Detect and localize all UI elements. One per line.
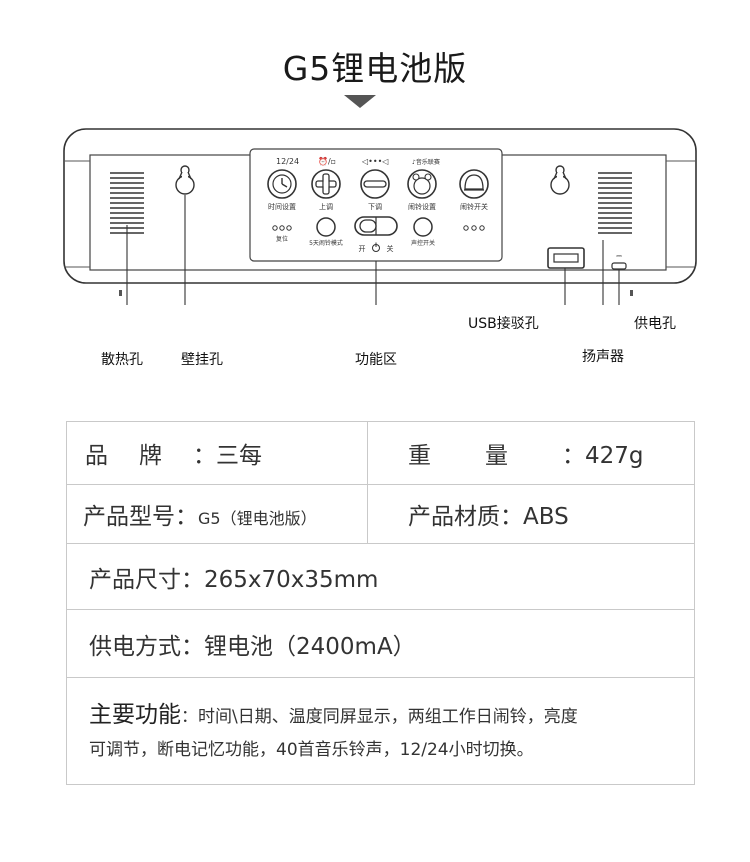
size-value: 265x70x35mm [204, 566, 379, 593]
label-down: 下调 [368, 202, 382, 211]
page-title: G5锂电池版 [282, 49, 468, 88]
mode-5day-button[interactable] [316, 217, 336, 237]
spec-row-brand-weight: 品牌：三每 重量：427g [66, 421, 695, 485]
model-label: 产品型号 [83, 504, 175, 530]
spec-row-model-material: 产品型号：G5（锂电池版） 产品材质：ABS [66, 484, 695, 544]
spec-cell-brand: 品牌：三每 [66, 421, 368, 485]
callout-wall-hole: 壁挂孔 [181, 352, 223, 368]
label-volume: ◁•••◁ [361, 157, 388, 166]
label-up: 上调 [319, 202, 333, 211]
label-alarm-switch: 闹铃开关 [460, 202, 488, 211]
power-colon: ： [181, 633, 204, 660]
spec-cell-weight: 重量：427g [367, 421, 695, 485]
label-12-24: 12/24 [276, 157, 299, 166]
callout-speaker: 扬声器 [582, 349, 624, 365]
brand-label: 品牌 [85, 443, 193, 469]
size-colon: ： [181, 566, 204, 593]
right-vent-icon [598, 172, 632, 234]
down-button[interactable] [360, 169, 390, 199]
alarm-switch-button[interactable] [459, 169, 489, 199]
weight-value: 427g [585, 443, 644, 469]
time-set-button[interactable] [267, 169, 297, 199]
reset-dots-icon [272, 225, 292, 231]
feature-colon: ： [181, 707, 198, 727]
down-arrow-icon [344, 95, 376, 108]
brand-colon: ： [193, 443, 216, 469]
usb-port-icon [547, 247, 585, 269]
feature-line-2: 可调节，断电记忆功能，40首音乐铃声，12/24小时切换。 [89, 740, 534, 760]
callout-heat-vent: 散热孔 [101, 352, 143, 368]
label-time-set: 时间设置 [268, 202, 296, 211]
label-switch-off: 关 [387, 244, 394, 253]
spec-cell-power: 供电方式：锂电池（2400mA） [66, 609, 695, 678]
material-colon: ： [500, 504, 523, 530]
power-value: 锂电池（2400mA） [204, 633, 416, 660]
label-5day-mode: 5天闹铃模式 [309, 239, 343, 247]
feature-line-1: 时间\日期、温度同屏显示，两组工作日闹铃，亮度 [198, 707, 578, 727]
label-switch-on: 开 [359, 245, 366, 253]
callout-usb-port: USB接驳孔 [468, 316, 539, 332]
callout-function-area: 功能区 [355, 352, 397, 368]
label-music: ♪音乐联赛 [412, 158, 440, 166]
model-colon: ： [175, 504, 198, 530]
spec-row-power: 供电方式：锂电池（2400mA） [66, 609, 695, 678]
svg-text:⎓: ⎓ [616, 252, 622, 260]
brand-value: 三每 [216, 443, 262, 469]
spec-cell-material: 产品材质：ABS [367, 484, 695, 544]
label-reset: 复位 [276, 235, 288, 243]
wall-hole-right-icon [550, 165, 570, 195]
weight-label: 重量 [408, 443, 562, 469]
material-value: ABS [523, 504, 569, 530]
feature-label: 主要功能 [89, 702, 181, 728]
spec-row-size: 产品尺寸：265x70x35mm [66, 543, 695, 610]
spec-row-features: 主要功能：时间\日期、温度同屏显示，两组工作日闹铃，亮度 可调节，断电记忆功能，… [66, 677, 695, 785]
spec-cell-size: 产品尺寸：265x70x35mm [66, 543, 695, 610]
weight-colon: ： [562, 443, 585, 469]
wall-hole-left-icon [175, 165, 195, 195]
alarm-set-button[interactable] [407, 169, 437, 199]
power-label: 供电方式 [89, 633, 181, 660]
power-icon [372, 242, 380, 252]
spec-cell-features: 主要功能：时间\日期、温度同屏显示，两组工作日闹铃，亮度 可调节，断电记忆功能，… [66, 677, 695, 785]
label-alarm-set: 闹铃设置 [408, 202, 436, 211]
up-button[interactable] [311, 169, 341, 199]
callout-power-port: 供电孔 [634, 316, 676, 332]
label-sound-control: 声控开关 [411, 239, 435, 247]
model-value: G5（锂电池版） [198, 509, 317, 528]
spec-cell-model: 产品型号：G5（锂电池版） [66, 484, 368, 544]
spec-table: 品牌：三每 重量：427g 产品型号：G5（锂电池版） 产品材质：ABS 产品尺… [66, 421, 695, 785]
power-switch[interactable] [354, 216, 398, 236]
device-diagram: 12/24 ⏰/▫ ◁•••◁ ♪音乐联赛 [60, 125, 700, 345]
device-back-illustration: 12/24 ⏰/▫ ◁•••◁ ♪音乐联赛 [63, 128, 697, 345]
material-label: 产品材质 [408, 504, 500, 530]
sound-control-button[interactable] [413, 217, 433, 237]
mic-dots-icon [463, 225, 485, 231]
label-alarm-icon: ⏰/▫ [318, 156, 336, 166]
size-label: 产品尺寸 [89, 566, 181, 593]
